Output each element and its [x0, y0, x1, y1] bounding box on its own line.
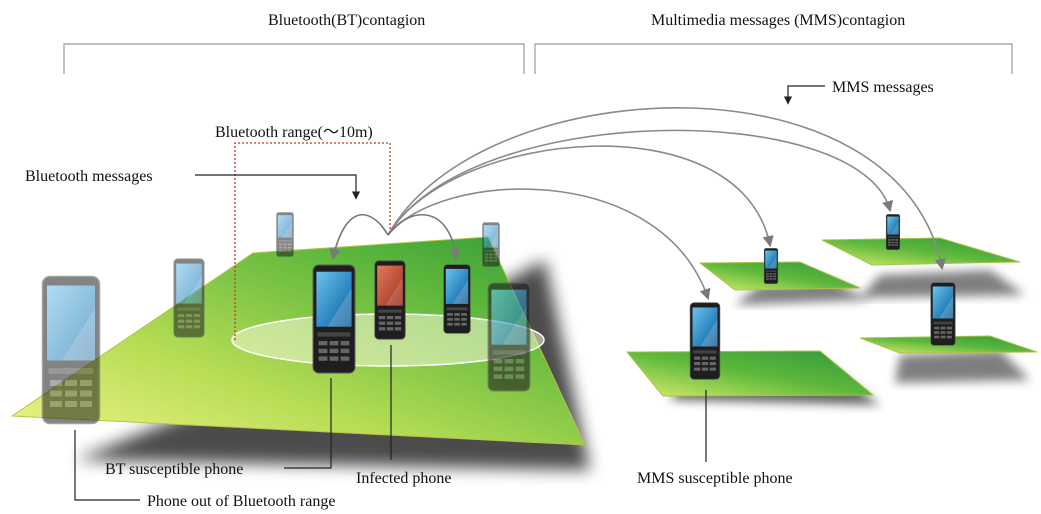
mms-susceptible-phone-label: MMS susceptible phone	[637, 470, 793, 487]
mms-messages-label: MMS messages	[832, 79, 934, 96]
mms-platform-3	[821, 237, 1021, 266]
mms-platform-2	[698, 261, 861, 291]
faded-phone-back-right	[482, 222, 500, 267]
mms-phone-3	[885, 214, 901, 250]
mms-message-arrows	[387, 107, 946, 301]
bt-contagion-bracket	[63, 43, 525, 74]
faded-phone-back	[276, 212, 294, 257]
bt-susceptible-phone-label: BT susceptible phone	[105, 461, 243, 478]
phone-out-of-range-label: Phone out of Bluetooth range	[147, 493, 335, 510]
leader-lines	[74, 85, 825, 501]
infected-phone	[374, 260, 406, 340]
faded-phone-mid-left	[173, 258, 205, 338]
faded-phone-left	[41, 275, 101, 425]
mms-phone-4	[930, 282, 956, 346]
mms-phone-1	[689, 302, 721, 380]
infected-phone-label: Infected phone	[356, 470, 452, 487]
bluetooth-range-label: Bluetooth range(～10m)	[215, 124, 373, 141]
mms-contagion-bracket	[534, 43, 1013, 74]
mms-platform-1	[625, 350, 875, 397]
faded-phone-right	[487, 282, 531, 392]
bt-contagion-header: Bluetooth(BT)contagion	[268, 12, 425, 29]
bluetooth-message-arrows	[329, 213, 461, 261]
bt-susceptible-phone-right	[443, 264, 471, 334]
bluetooth-messages-label: Bluetooth messages	[25, 168, 153, 185]
mms-contagion-header: Multimedia messages (MMS)contagion	[651, 12, 905, 29]
bt-susceptible-phone-left	[312, 264, 356, 374]
mms-phone-2	[763, 248, 779, 284]
